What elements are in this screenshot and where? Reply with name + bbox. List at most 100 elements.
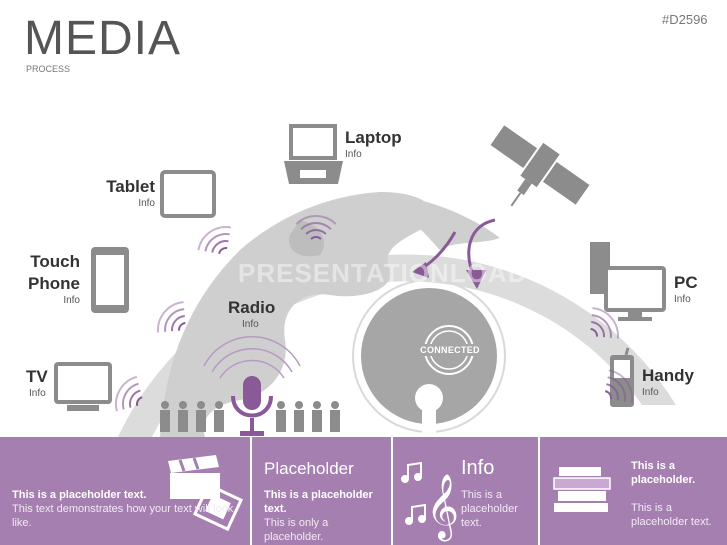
panel-2: Placeholder This is a placeholder text. … [264,459,384,544]
panel-3: Info This is a placeholder text. [461,457,533,530]
touch-phone-label-group: Touch Phone Info [20,251,80,306]
people-icon [160,401,340,432]
signal-arc [171,315,185,332]
handy-info: Info [642,387,659,398]
signal-arc [204,233,230,252]
signal-arc [136,396,143,407]
watermark: PRESENTATIONLOAD [238,258,528,288]
signal-arc [178,322,186,331]
signal-arrows [412,218,496,289]
page-subtitle: PROCESS [26,64,71,74]
tablet-label: Tablet [106,177,155,196]
panel-divider [538,437,540,545]
signal-arc [591,321,605,338]
signal-arc [129,389,141,408]
person-body [312,410,322,432]
person-head [161,401,169,409]
panel-4: This is a placeholder. This is a placeho… [631,459,723,529]
smartphone-icon [91,247,129,313]
touch-phone-info: Info [63,295,80,306]
person-head [215,401,223,409]
person-head [277,401,285,409]
signal-arc [115,375,138,412]
tv-icon [54,362,112,411]
radio-info: Info [242,319,259,330]
person-body [178,410,188,432]
person-head [295,401,303,409]
pc-label-group: PC Info [674,272,698,305]
person-head [313,401,321,409]
treble-clef-icon: 𝄞 [426,474,459,541]
microphone-icon [231,376,273,436]
tablet-info: Info [138,198,155,209]
signal-arc [608,369,633,404]
panel-icons: 𝄞 [168,455,611,541]
signal-arc [164,308,185,332]
person-body [276,410,286,432]
person-head [197,401,205,409]
signal-arc [606,383,619,401]
desktop-pc-icon [590,242,666,321]
books-icon [553,467,611,512]
mobile-phone-icon [610,347,634,407]
signal-arc [218,247,228,255]
person-body [196,410,206,432]
radio-label-group: Radio Info [228,297,275,330]
tablet-icon [160,170,216,218]
signal-arc [604,390,612,400]
signal-arc [122,382,139,410]
signal-arc [592,307,619,339]
wireless-signals [115,215,633,412]
panel-divider [391,437,393,545]
pin-icon [415,384,443,437]
panel-2-text: This is only a placeholder. [264,517,329,543]
person-body [214,410,224,432]
signal-arc [310,236,322,240]
panel-2-bold: This is a placeholder text. [264,489,373,515]
handy-label-group: Handy Info [642,365,694,398]
signal-arc [295,215,337,225]
laptop-label-group: Laptop Info [345,127,402,160]
tv-label: TV [26,367,48,386]
handy-label: Handy [642,366,694,385]
signal-arc [157,301,184,333]
person-head [331,401,339,409]
laptop-icon [284,124,343,184]
laptop-info: Info [345,149,362,160]
document-code: #D2596 [662,12,708,27]
panel-2-heading: Placeholder [264,459,354,478]
signal-arc [591,314,612,338]
panel-1: This is a placeholder text. This text de… [12,488,240,530]
music-note-icon [401,461,426,525]
person-body [330,410,340,432]
pc-info: Info [674,294,691,305]
panel-1-bold: This is a placeholder text. [12,489,147,501]
panel-4-text: This is a placeholder text. [631,502,712,528]
person-body [160,410,170,432]
signal-arc [590,328,598,337]
satellite-icon [490,125,590,207]
touch-phone-label-line1: Touch [30,252,80,271]
radio-waves [203,335,301,379]
signal-arc [197,226,232,251]
person-head [179,401,187,409]
laptop-label: Laptop [345,128,402,147]
connected-badge-label: CONNECTED [420,345,480,355]
signal-arc [211,240,229,253]
panel-1-text: This text demonstrates how your text wil… [12,503,234,529]
radio-label: Radio [228,298,276,317]
touch-phone-label-line2: Phone [28,274,80,293]
tablet-label-group: Tablet Info [95,176,155,209]
panel-3-text: This is a placeholder text. [461,489,518,529]
person-body [294,410,304,432]
signal-arc [607,376,626,402]
connected-badge-icon [423,325,475,375]
tv-info: Info [29,388,46,399]
film-strip-icon [192,482,244,532]
tv-label-group: TV Info [26,366,48,399]
signal-arc [305,229,327,235]
panel-3-heading: Info [461,457,495,479]
page-title: MEDIA [24,12,182,65]
panel-divider [250,437,252,545]
